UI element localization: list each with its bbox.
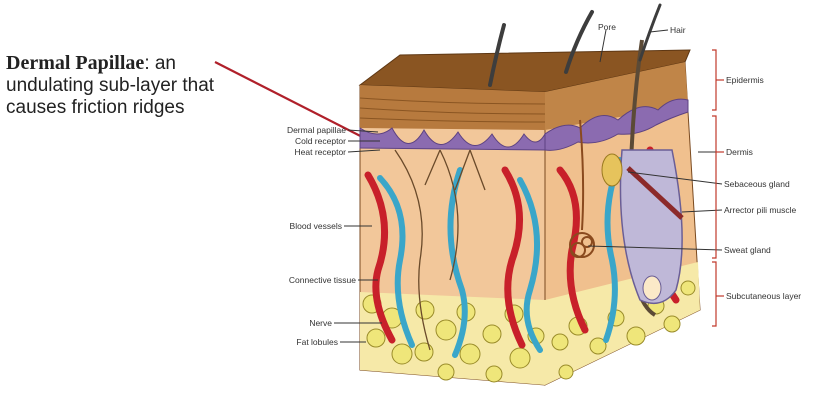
epidermis-front — [360, 85, 545, 130]
hair-bulb — [643, 276, 661, 300]
label-sweat-gland: Sweat gland — [724, 245, 771, 255]
label-fat-lobules: Fat lobules — [296, 337, 338, 347]
epidermis-bracket — [712, 50, 716, 110]
label-dermal-papillae: Dermal papillae — [287, 125, 346, 135]
label-blood-vessels: Blood vessels — [290, 221, 342, 231]
layer-brackets — [712, 50, 724, 326]
label-sebaceous-gland: Sebaceous gland — [724, 179, 790, 189]
subcutaneous-bracket — [712, 262, 716, 326]
label-epidermis: Epidermis — [726, 75, 764, 85]
label-hair: Hair — [670, 25, 686, 35]
label-connective-tissue: Connective tissue — [289, 275, 356, 285]
label-heat-receptor: Heat receptor — [295, 147, 347, 157]
sebaceous-gland — [602, 154, 622, 186]
label-nerve: Nerve — [309, 318, 332, 328]
dermis-bracket — [712, 116, 716, 258]
label-subcutaneous-layer: Subcutaneous layer — [726, 291, 801, 301]
label-arrector-pili-muscle: Arrector pili muscle — [724, 205, 797, 215]
label-cold-receptor: Cold receptor — [295, 136, 346, 146]
label-dermis: Dermis — [726, 147, 753, 157]
label-pore: Pore — [598, 22, 616, 32]
